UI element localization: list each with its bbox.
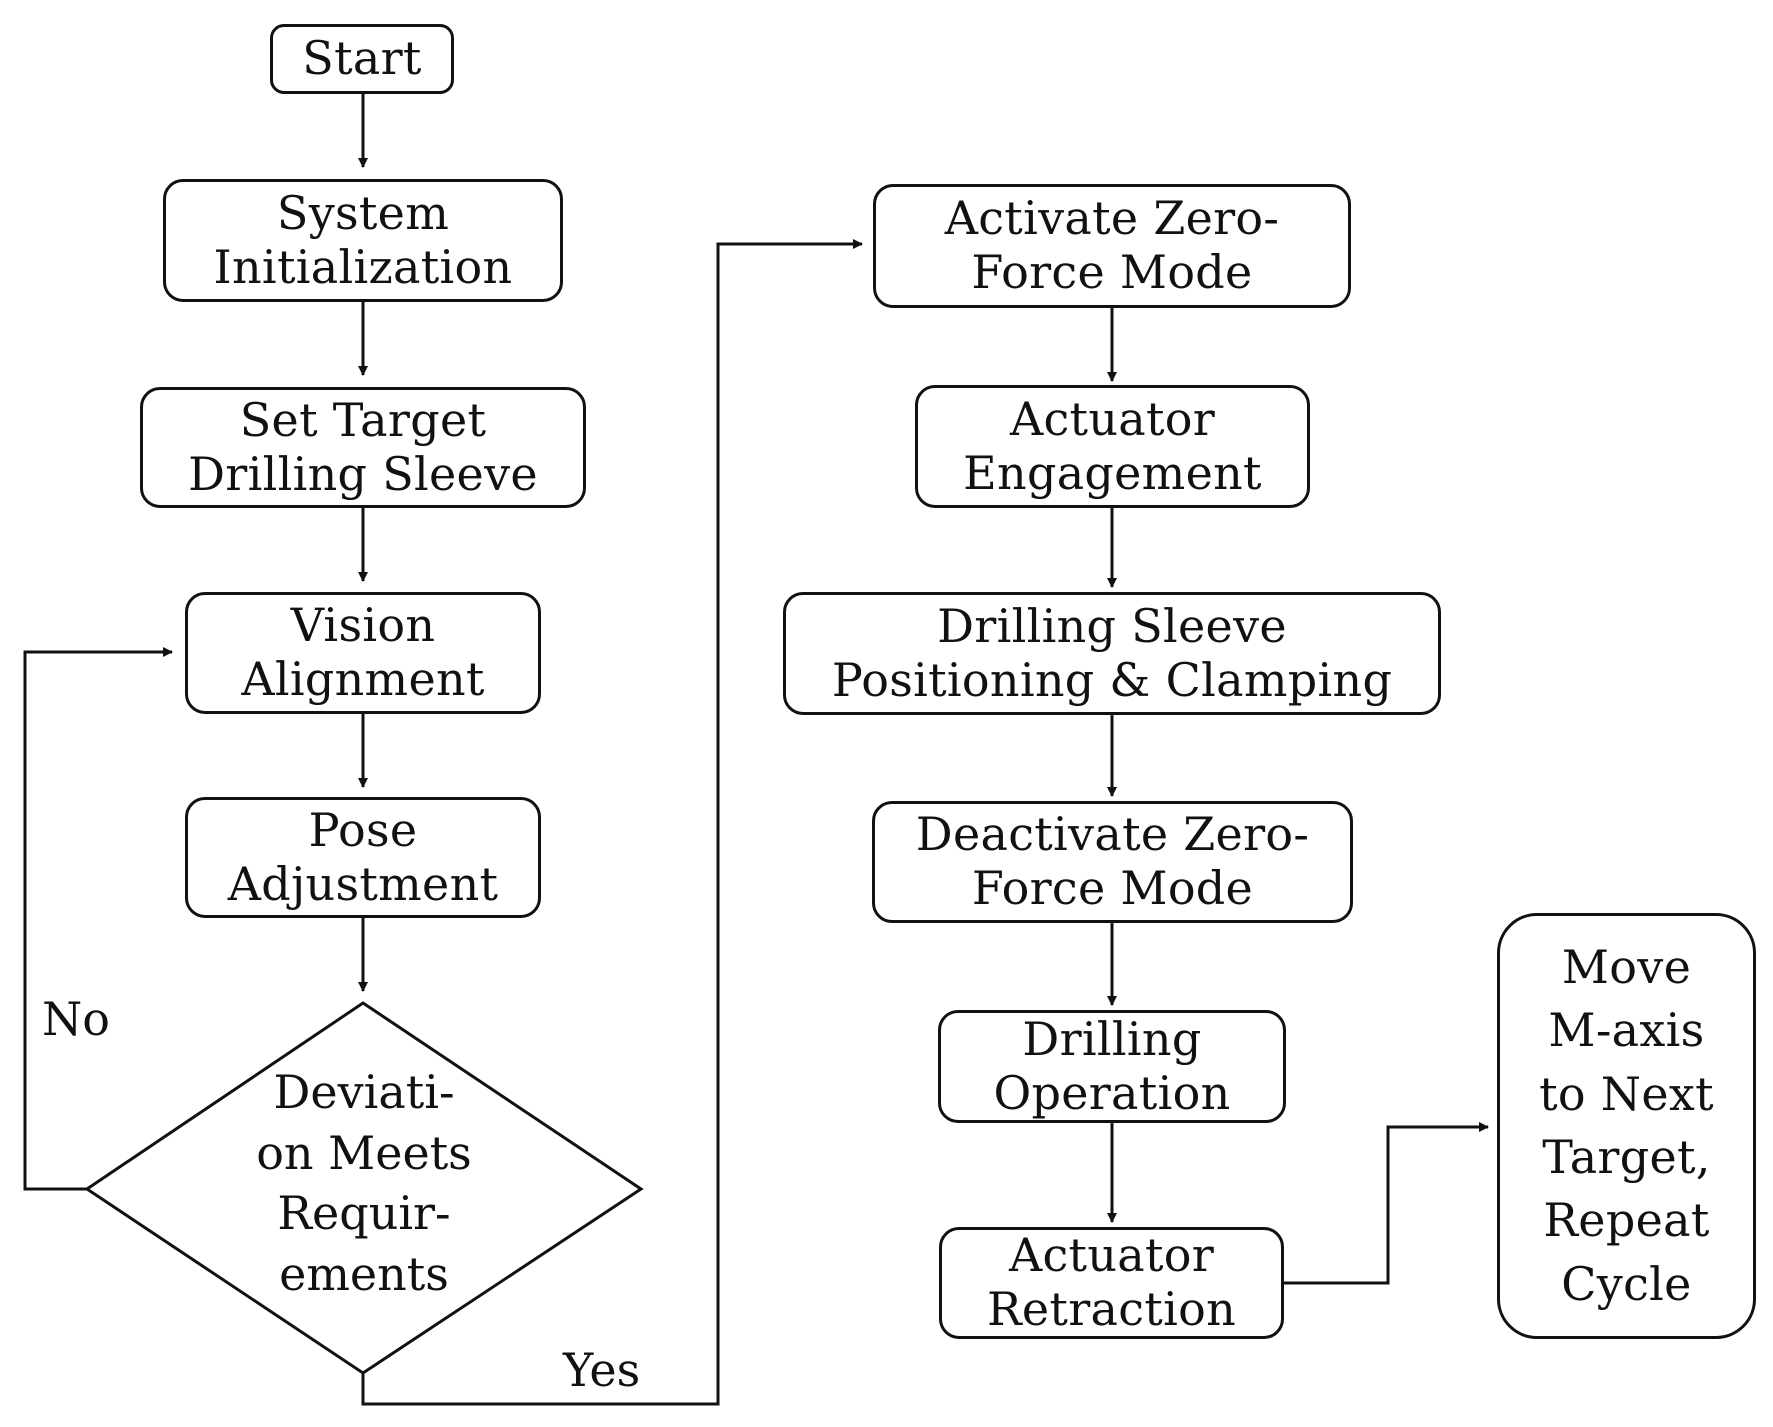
positioning-clamping-node: Drilling Sleeve Positioning & Clamping	[783, 592, 1441, 715]
move-next-target-node: Move M-axis to Next Target, Repeat Cycle	[1497, 913, 1756, 1339]
activate-zero-force-line-1: Activate Zero-	[944, 191, 1280, 246]
system-initialization-node: System Initialization	[163, 179, 563, 302]
move-next-target-line-2: M-axis	[1548, 1003, 1705, 1058]
drilling-operation-line-2: Operation	[993, 1065, 1231, 1120]
positioning-clamping-line-2: Positioning & Clamping	[831, 652, 1393, 707]
positioning-clamping-line-1: Drilling Sleeve	[937, 598, 1287, 653]
deactivate-zero-force-line-2: Force Mode	[971, 861, 1254, 915]
pose-adjustment-line-2: Adjustment	[227, 856, 499, 911]
decision-line-3: Requir-	[277, 1186, 451, 1241]
vision-alignment-node: Vision Alignment	[185, 592, 541, 714]
vision-alignment-line-1: Vision	[290, 598, 436, 653]
decision-node-text: Deviati- on Meets Requir- ements	[240, 1062, 488, 1305]
actuator-engagement-node: Actuator Engagement	[915, 385, 1310, 508]
move-next-target-line-3: to Next	[1539, 1066, 1714, 1121]
deactivate-zero-force-line-1: Deactivate Zero-	[915, 807, 1310, 862]
start-node: Start	[270, 24, 454, 94]
drilling-operation-node: Drilling Operation	[938, 1010, 1286, 1123]
actuator-retraction-line-2: Retraction	[986, 1282, 1237, 1336]
pose-adjustment-line-1: Pose	[308, 802, 418, 857]
set-target-line-1: Set Target	[239, 392, 487, 447]
set-target-line-2: Drilling Sleeve	[188, 446, 538, 501]
actuator-retraction-node: Actuator Retraction	[939, 1227, 1284, 1339]
actuator-retraction-line-1: Actuator	[1008, 1228, 1215, 1283]
set-target-node: Set Target Drilling Sleeve	[140, 387, 586, 508]
decision-line-4: ements	[279, 1247, 449, 1302]
no-edge-label: No	[42, 992, 110, 1046]
decision-line-2: on Meets	[256, 1125, 472, 1180]
arrow-yes-path	[361, 239, 863, 1406]
deactivate-zero-force-node: Deactivate Zero- Force Mode	[872, 801, 1353, 923]
move-next-target-line-6: Cycle	[1561, 1256, 1692, 1311]
move-next-target-line-4: Target,	[1542, 1130, 1711, 1184]
decision-line-1: Deviati-	[273, 1065, 455, 1119]
pose-adjustment-node: Pose Adjustment	[185, 797, 541, 918]
actuator-engagement-line-2: Engagement	[963, 445, 1262, 500]
move-next-target-line-5: Repeat	[1543, 1193, 1710, 1248]
move-next-target-line-1: Move	[1561, 939, 1692, 994]
system-initialization-line-2: Initialization	[213, 239, 513, 294]
actuator-engagement-line-1: Actuator	[1009, 391, 1216, 446]
activate-zero-force-line-2: Force Mode	[971, 245, 1253, 299]
vision-alignment-line-2: Alignment	[241, 652, 485, 706]
arrow-no-loop	[23, 647, 173, 1191]
arrow-retraction-to-move	[1284, 1122, 1489, 1285]
system-initialization-line-1: System	[276, 185, 450, 240]
start-node-line-1: Start	[302, 31, 422, 86]
activate-zero-force-node: Activate Zero- Force Mode	[873, 184, 1351, 308]
drilling-operation-line-1: Drilling	[1022, 1011, 1202, 1066]
yes-edge-label: Yes	[563, 1343, 641, 1397]
